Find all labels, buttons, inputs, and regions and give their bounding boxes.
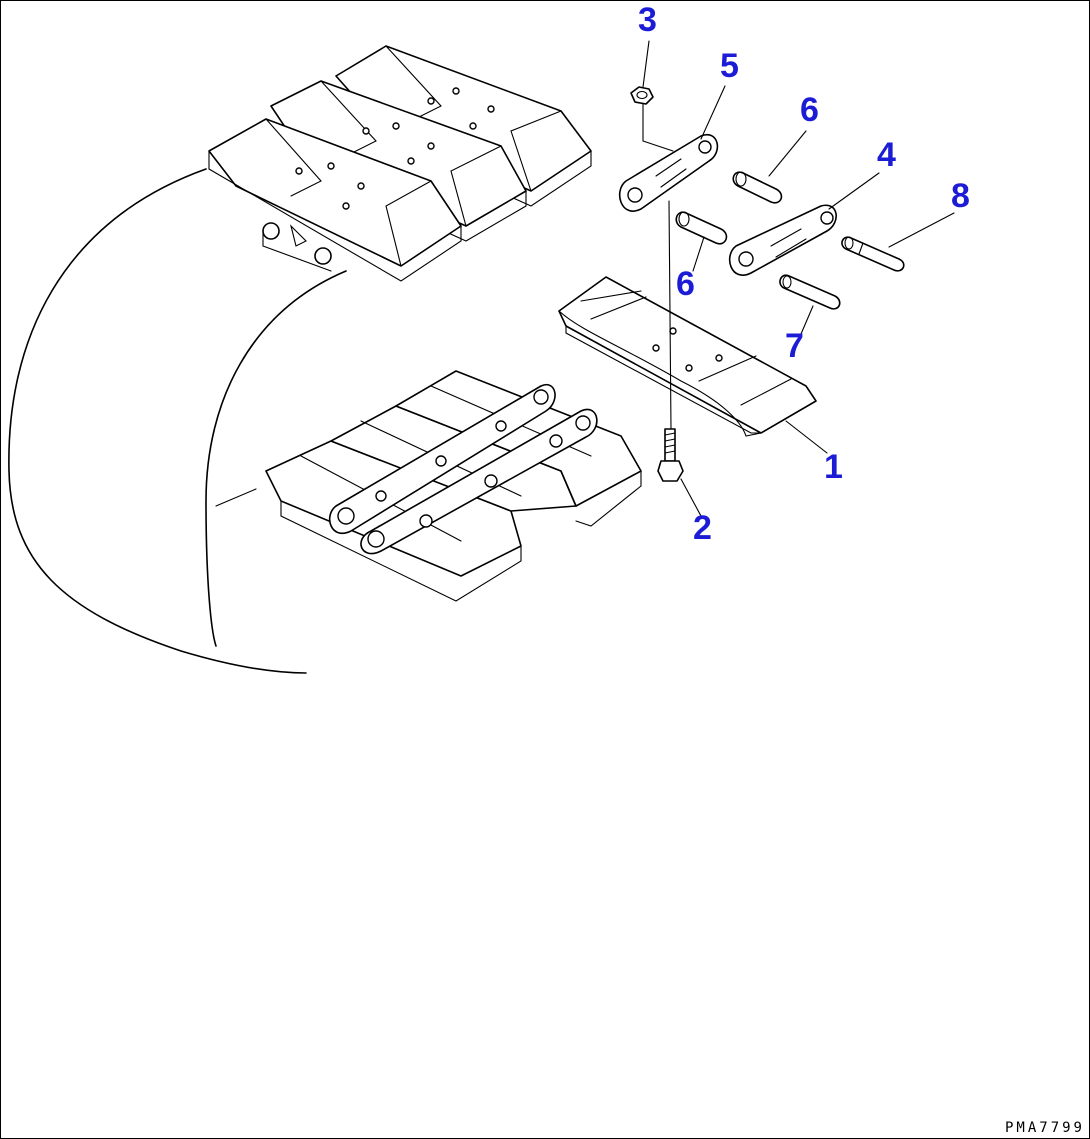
callout-5: 5 [720,47,739,85]
part-1-track-shoe [558,276,817,437]
assembly-center-line [668,200,672,430]
callout-7: 7 [785,327,804,365]
drawing-code: PMA7799 [1004,1120,1085,1136]
part-2-bolt [657,428,684,482]
lower-track-shoes-and-links [265,370,642,602]
callout-6-upper: 6 [800,91,819,129]
part-6-bushing-upper [732,171,783,204]
part-5-master-link [618,133,719,212]
leader-lines [642,40,955,517]
track-loop-outline [8,168,347,674]
part-4-master-link [728,204,837,276]
part-6-bushing-lower [675,211,728,245]
callout-3: 3 [638,1,657,39]
callout-8: 8 [951,177,970,215]
part-7-pin [779,274,841,310]
callout-2: 2 [693,509,712,547]
upper-track-shoes [208,45,592,282]
callout-1: 1 [824,448,843,486]
part-8-master-pin [841,236,905,272]
callout-6-lower: 6 [676,265,695,303]
callout-4: 4 [877,136,896,174]
part-3-nut [630,86,654,105]
